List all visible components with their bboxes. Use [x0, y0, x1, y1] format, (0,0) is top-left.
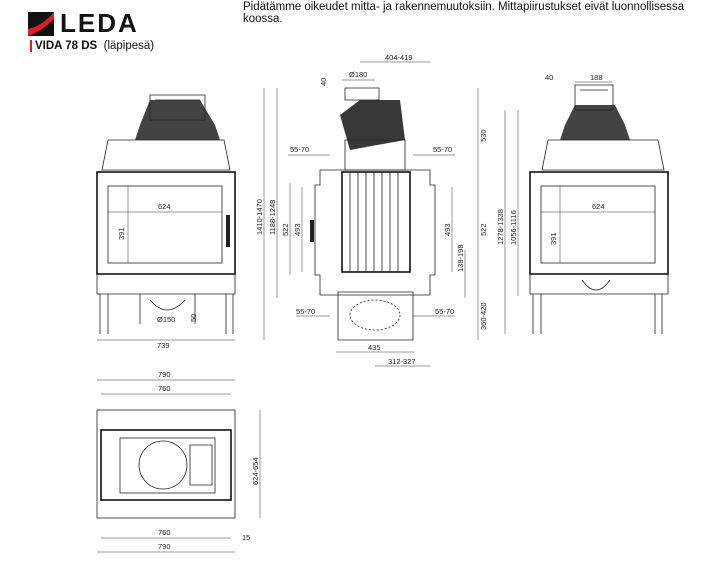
rear-total-height: 1278-1338	[496, 209, 505, 245]
side-view: 404-419 40 Ø180 530 55-70 55-70 55-70 55…	[255, 53, 488, 367]
rear-glass-width: 624	[592, 202, 605, 211]
disclaimer-notice: Pidätämme oikeudet mitta- ja rakennemuut…	[243, 1, 685, 25]
top-outer-width-top: 790	[158, 370, 171, 379]
top-outer-width-bottom: 790	[158, 542, 171, 551]
side-half-depth: 312-327	[388, 357, 416, 366]
side-gap-bottom-right: 55-70	[435, 307, 454, 316]
side-gap-bottom-left: 55-70	[296, 307, 315, 316]
rear-height-to-top: 1056-1116	[509, 210, 518, 245]
side-gap-top-left: 55-70	[290, 145, 309, 154]
front-flue-diameter: Ø150	[157, 315, 175, 324]
side-total-height: 1410-1470	[255, 199, 264, 235]
side-height-to-top: 1188-1248	[268, 200, 277, 235]
top-view: 790 760 624-654 760 15 790	[96, 370, 261, 553]
rear-glass-height: 391	[549, 232, 558, 245]
front-total-width: 739	[157, 341, 170, 350]
rear-view: 40 188 1278-1338 1056-1116 624 391	[496, 73, 669, 334]
front-glass-height: 391	[117, 227, 126, 240]
side-top-width: 404-419	[385, 53, 413, 62]
side-glass-height-right: 493	[443, 223, 452, 236]
model-title: VIDA 78 DS (läpipesä)	[30, 40, 154, 52]
model-name: VIDA 78 DS	[35, 40, 98, 52]
top-offset: 15	[242, 533, 250, 542]
front-view: 624 391 Ø150 50 739	[96, 94, 236, 350]
top-inner-width-bottom: 760	[158, 528, 171, 537]
side-gap-top-right: 55-70	[433, 145, 452, 154]
side-base-width: 435	[368, 343, 381, 352]
side-leg-height: 360-420	[479, 302, 488, 330]
side-door-height-right: 522	[479, 223, 488, 236]
side-door-height-left: 522	[281, 223, 290, 236]
side-collar-height: 40	[319, 78, 328, 86]
rear-flue-offset: 188	[590, 73, 603, 82]
top-inner-width-top: 760	[158, 384, 171, 393]
brand-name: LEDA	[60, 8, 139, 38]
side-glass-height-left: 493	[293, 223, 302, 236]
leda-logo-mark	[28, 11, 54, 36]
side-base-offset: 138-198	[456, 244, 465, 272]
front-flue-offset: 50	[189, 314, 198, 322]
model-note: (läpipesä)	[103, 40, 155, 52]
side-flue-diameter: Ø180	[349, 70, 367, 79]
side-upper-height: 530	[479, 129, 488, 142]
leda-logo: LEDA	[28, 8, 139, 39]
rear-collar-height: 40	[545, 73, 553, 82]
top-depth: 624-654	[251, 457, 260, 485]
front-glass-width: 624	[158, 202, 171, 211]
